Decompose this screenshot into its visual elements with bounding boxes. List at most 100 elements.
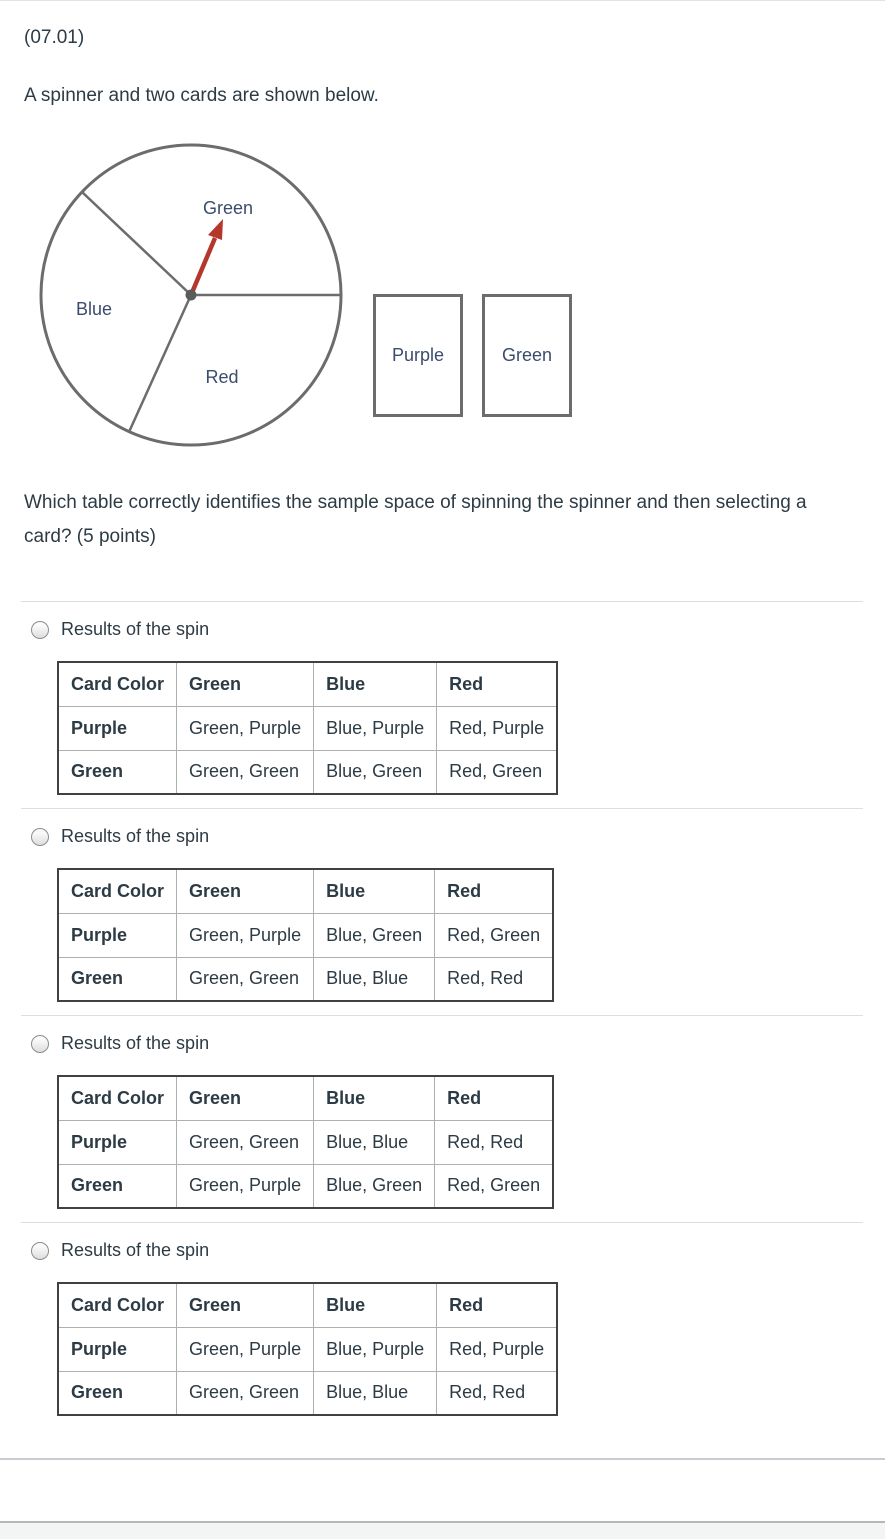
table-cell: Blue, Purple <box>313 705 438 751</box>
table-row: Green Green, Green Blue, Blue Red, Red <box>57 956 554 1002</box>
table-cell: Green, Green <box>176 956 315 1002</box>
table-header-cell: Card Color <box>57 1075 178 1121</box>
table-cell: Red, Red <box>434 1119 554 1165</box>
table-cell: Blue, Purple <box>313 1326 438 1372</box>
table-cell: Green, Green <box>176 749 315 795</box>
table-header-cell: Blue <box>313 1282 438 1328</box>
card-purple: Purple <box>373 294 463 417</box>
option-1-radio[interactable] <box>31 620 49 639</box>
table-cell: Red, Purple <box>436 705 558 751</box>
table-row: Purple Green, Purple Blue, Green Red, Gr… <box>57 912 554 958</box>
question-number: (07.01) <box>24 27 85 48</box>
card-label: Purple <box>391 345 445 365</box>
table-row-header: Purple <box>57 1119 178 1165</box>
table-row-header: Purple <box>57 912 178 958</box>
table-row: Green Green, Green Blue, Blue Red, Red <box>57 1370 558 1416</box>
table-header-cell: Blue <box>313 661 438 707</box>
table-row-header: Purple <box>57 1326 178 1372</box>
table-cell: Red, Green <box>434 912 554 958</box>
table-cell: Blue, Blue <box>313 1370 438 1416</box>
divider <box>21 1222 863 1223</box>
table-cell: Red, Green <box>436 749 558 795</box>
card-green: Green <box>482 294 572 417</box>
table-cell: Red, Green <box>434 1163 554 1209</box>
table-row: Purple Green, Green Blue, Blue Red, Red <box>57 1119 554 1165</box>
option-label[interactable]: Results of the spin <box>61 1033 210 1053</box>
table-row: Purple Green, Purple Blue, Purple Red, P… <box>57 705 558 751</box>
table-row-header: Green <box>57 1163 178 1209</box>
spinner-cards-diagram: Green Blue Red Purple Green <box>24 142 861 454</box>
table-cell: Green, Purple <box>176 912 315 958</box>
table-cell: Green, Purple <box>176 705 315 751</box>
divider <box>21 808 863 809</box>
table-cell: Blue, Green <box>313 1163 436 1209</box>
option-block-2: Results of the spin Card Color Green Blu… <box>0 808 885 1002</box>
divider <box>21 1015 863 1016</box>
option-label[interactable]: Results of the spin <box>61 826 210 846</box>
table-header-cell: Red <box>436 1282 558 1328</box>
section-divider <box>0 1458 885 1460</box>
table-header-cell: Red <box>434 868 554 914</box>
table-header-cell: Card Color <box>57 661 178 707</box>
table-cell: Blue, Green <box>313 912 436 958</box>
table-row: Green Green, Green Blue, Green Red, Gree… <box>57 749 558 795</box>
table-cell: Red, Red <box>436 1370 558 1416</box>
table-header-cell: Red <box>434 1075 554 1121</box>
answer-options: Results of the spin Card Color Green Blu… <box>0 601 885 1416</box>
table-cell: Red, Red <box>434 956 554 1002</box>
table-cell: Green, Purple <box>176 1163 315 1209</box>
table-header-row: Card Color Green Blue Red <box>57 661 558 707</box>
spinner-center-dot <box>185 289 197 301</box>
option-label[interactable]: Results of the spin <box>61 1240 210 1260</box>
table-header-row: Card Color Green Blue Red <box>57 1075 554 1121</box>
spinner-arrowhead-icon <box>208 219 223 240</box>
option-label[interactable]: Results of the spin <box>61 619 210 639</box>
option-3-radio[interactable] <box>31 1034 49 1053</box>
table-header-cell: Green <box>176 661 315 707</box>
footer-bar <box>0 1521 885 1539</box>
option-4-radio[interactable] <box>31 1241 49 1260</box>
table-row: Purple Green, Purple Blue, Purple Red, P… <box>57 1326 558 1372</box>
option-2-radio[interactable] <box>31 827 49 846</box>
table-header-cell: Green <box>176 868 315 914</box>
option-block-3: Results of the spin Card Color Green Blu… <box>0 1015 885 1209</box>
table-row: Green Green, Purple Blue, Green Red, Gre… <box>57 1163 554 1209</box>
option-1-table: Card Color Green Blue Red Purple Green, … <box>57 661 559 795</box>
table-header-cell: Green <box>176 1282 315 1328</box>
spinner-divider-line-lower-left <box>127 294 193 433</box>
table-row-header: Purple <box>57 705 178 751</box>
table-cell: Green, Purple <box>176 1326 315 1372</box>
table-row-header: Green <box>57 1370 178 1416</box>
spinner-label-red: Red <box>205 367 238 387</box>
table-header-row: Card Color Green Blue Red <box>57 868 554 914</box>
spinner-divider-line-upper-left <box>81 191 192 296</box>
option-block-1: Results of the spin Card Color Green Blu… <box>0 601 885 795</box>
table-cell: Red, Purple <box>436 1326 558 1372</box>
question-intro: A spinner and two cards are shown below. <box>24 85 379 106</box>
table-header-row: Card Color Green Blue Red <box>57 1282 558 1328</box>
option-2-table: Card Color Green Blue Red Purple Green, … <box>57 868 555 1002</box>
table-header-cell: Card Color <box>57 1282 178 1328</box>
table-header-cell: Red <box>436 661 558 707</box>
spinner-arrow-icon <box>188 237 218 296</box>
table-header-cell: Blue <box>313 868 436 914</box>
divider <box>21 601 863 602</box>
card-label: Green <box>501 345 553 365</box>
table-cell: Green, Green <box>176 1119 315 1165</box>
table-cell: Blue, Blue <box>313 956 436 1002</box>
spinner-label-green: Green <box>203 198 253 218</box>
table-header-cell: Card Color <box>57 868 178 914</box>
table-cell: Green, Green <box>176 1370 315 1416</box>
spinner-diagram: Green Blue Red <box>39 143 343 447</box>
table-row-header: Green <box>57 749 178 795</box>
table-header-cell: Blue <box>313 1075 436 1121</box>
spinner-label-blue: Blue <box>76 299 112 319</box>
option-3-table: Card Color Green Blue Red Purple Green, … <box>57 1075 555 1209</box>
table-row-header: Green <box>57 956 178 1002</box>
table-cell: Blue, Blue <box>313 1119 436 1165</box>
question-prompt: Which table correctly identifies the sam… <box>24 492 807 547</box>
option-4-table: Card Color Green Blue Red Purple Green, … <box>57 1282 559 1416</box>
option-block-4: Results of the spin Card Color Green Blu… <box>0 1222 885 1416</box>
table-header-cell: Green <box>176 1075 315 1121</box>
